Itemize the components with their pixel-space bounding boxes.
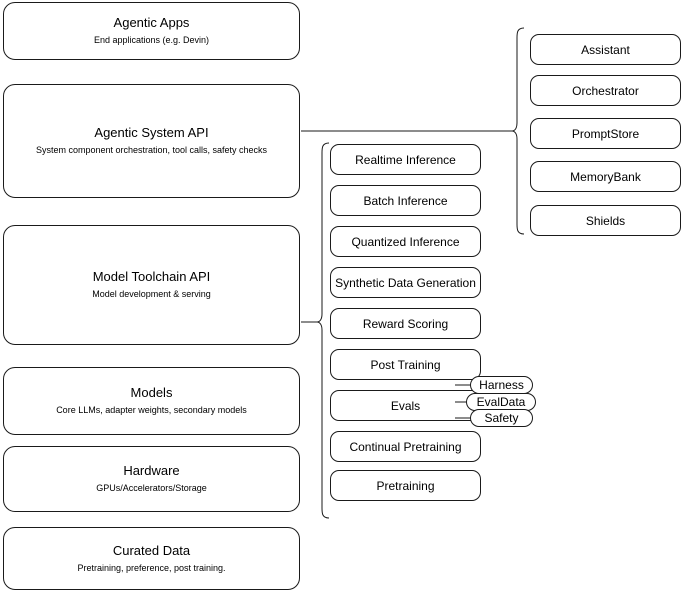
eval-badge-safety[interactable]: Safety: [470, 409, 533, 427]
layer-subtitle: End applications (e.g. Devin): [93, 35, 210, 46]
layer-model-toolchain-api[interactable]: Model Toolchain API Model development & …: [3, 225, 300, 345]
system-components-brace: [511, 27, 525, 235]
layer-subtitle: GPUs/Accelerators/Storage: [96, 483, 207, 494]
layer-subtitle: Core LLMs, adapter weights, secondary mo…: [56, 405, 247, 416]
layer-agentic-apps[interactable]: Agentic Apps End applications (e.g. Devi…: [3, 2, 300, 60]
toolchain-capabilities-brace: [316, 142, 330, 519]
layer-subtitle: System component orchestration, tool cal…: [35, 145, 268, 156]
layer-hardware[interactable]: Hardware GPUs/Accelerators/Storage: [3, 446, 300, 512]
capability-post-training[interactable]: Post Training: [330, 349, 481, 380]
layer-title: Agentic System API: [94, 125, 209, 141]
capability-batch-inference[interactable]: Batch Inference: [330, 185, 481, 216]
layer-title: Agentic Apps: [113, 15, 190, 31]
capability-evals[interactable]: Evals: [330, 390, 481, 421]
capability-continual-pretraining[interactable]: Continual Pretraining: [330, 431, 481, 462]
layer-title: Model Toolchain API: [92, 269, 211, 285]
capability-reward-scoring[interactable]: Reward Scoring: [330, 308, 481, 339]
system-component-assistant[interactable]: Assistant: [530, 34, 681, 65]
eval-badge-harness[interactable]: Harness: [470, 376, 533, 394]
capability-synthetic-data-generation[interactable]: Synthetic Data Generation: [330, 267, 481, 298]
layer-title: Curated Data: [112, 542, 191, 558]
system-component-promptstore[interactable]: PromptStore: [530, 118, 681, 149]
layer-models[interactable]: Models Core LLMs, adapter weights, secon…: [3, 367, 300, 435]
layer-curated-data[interactable]: Curated Data Pretraining, preference, po…: [3, 527, 300, 590]
layer-title: Hardware: [123, 463, 180, 479]
layer-subtitle: Model development & serving: [92, 289, 211, 300]
layer-title: Models: [130, 385, 173, 401]
capability-pretraining[interactable]: Pretraining: [330, 470, 481, 501]
system-component-orchestrator[interactable]: Orchestrator: [530, 75, 681, 106]
eval-badge-evaldata[interactable]: EvalData: [466, 393, 536, 411]
system-component-memorybank[interactable]: MemoryBank: [530, 161, 681, 192]
layer-agentic-system-api[interactable]: Agentic System API System component orch…: [3, 84, 300, 198]
system-component-shields[interactable]: Shields: [530, 205, 681, 236]
capability-realtime-inference[interactable]: Realtime Inference: [330, 144, 481, 175]
layer-subtitle: Pretraining, preference, post training.: [77, 562, 226, 573]
capability-quantized-inference[interactable]: Quantized Inference: [330, 226, 481, 257]
